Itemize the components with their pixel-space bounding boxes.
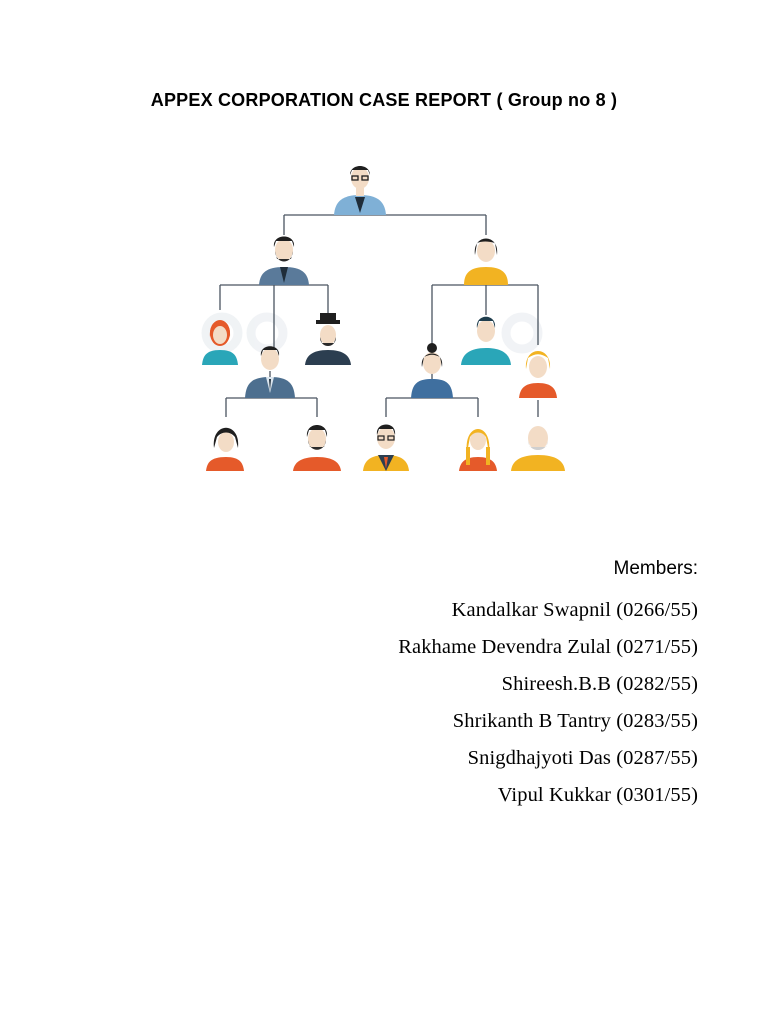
member-name: Snigdhajyoti Das (0287/55) [467,747,698,769]
member-name: Vipul Kukkar (0301/55) [497,784,698,806]
member-name: Kandalkar Swapnil (0266/55) [451,599,698,621]
person-glasses-man-vest-icon [363,424,409,471]
person-suit-man-icon [245,346,295,398]
member-name: Shireesh.B.B (0282/55) [501,673,698,695]
member-name: Rakhame Devendra Zulal (0271/55) [398,636,698,658]
person-hat-man-icon [305,313,351,365]
person-manager-left-icon [259,236,309,285]
document-title: APPEX CORPORATION CASE REPORT ( Group no… [150,90,618,110]
person-braids-woman-icon [459,429,497,471]
person-blonde-woman-icon [519,351,557,398]
members-section: Members: Kandalkar Swapnil (0266/55) Rak… [178,555,698,814]
person-ceo-icon [334,166,386,215]
person-beard-man-orange-icon [293,425,341,471]
person-red-hair-woman-icon [202,320,238,365]
org-chart-icon [201,166,565,471]
person-manager-right-icon [464,238,508,285]
member-name: Shrikanth B Tantry (0283/55) [452,710,698,732]
members-heading: Members: [613,558,698,579]
person-teal-man-icon [461,316,511,365]
org-chart-illustration [192,155,576,480]
person-bald-man-icon [511,426,565,471]
person-bob-hair-woman-icon [206,427,244,471]
person-bun-woman-icon [411,343,453,398]
